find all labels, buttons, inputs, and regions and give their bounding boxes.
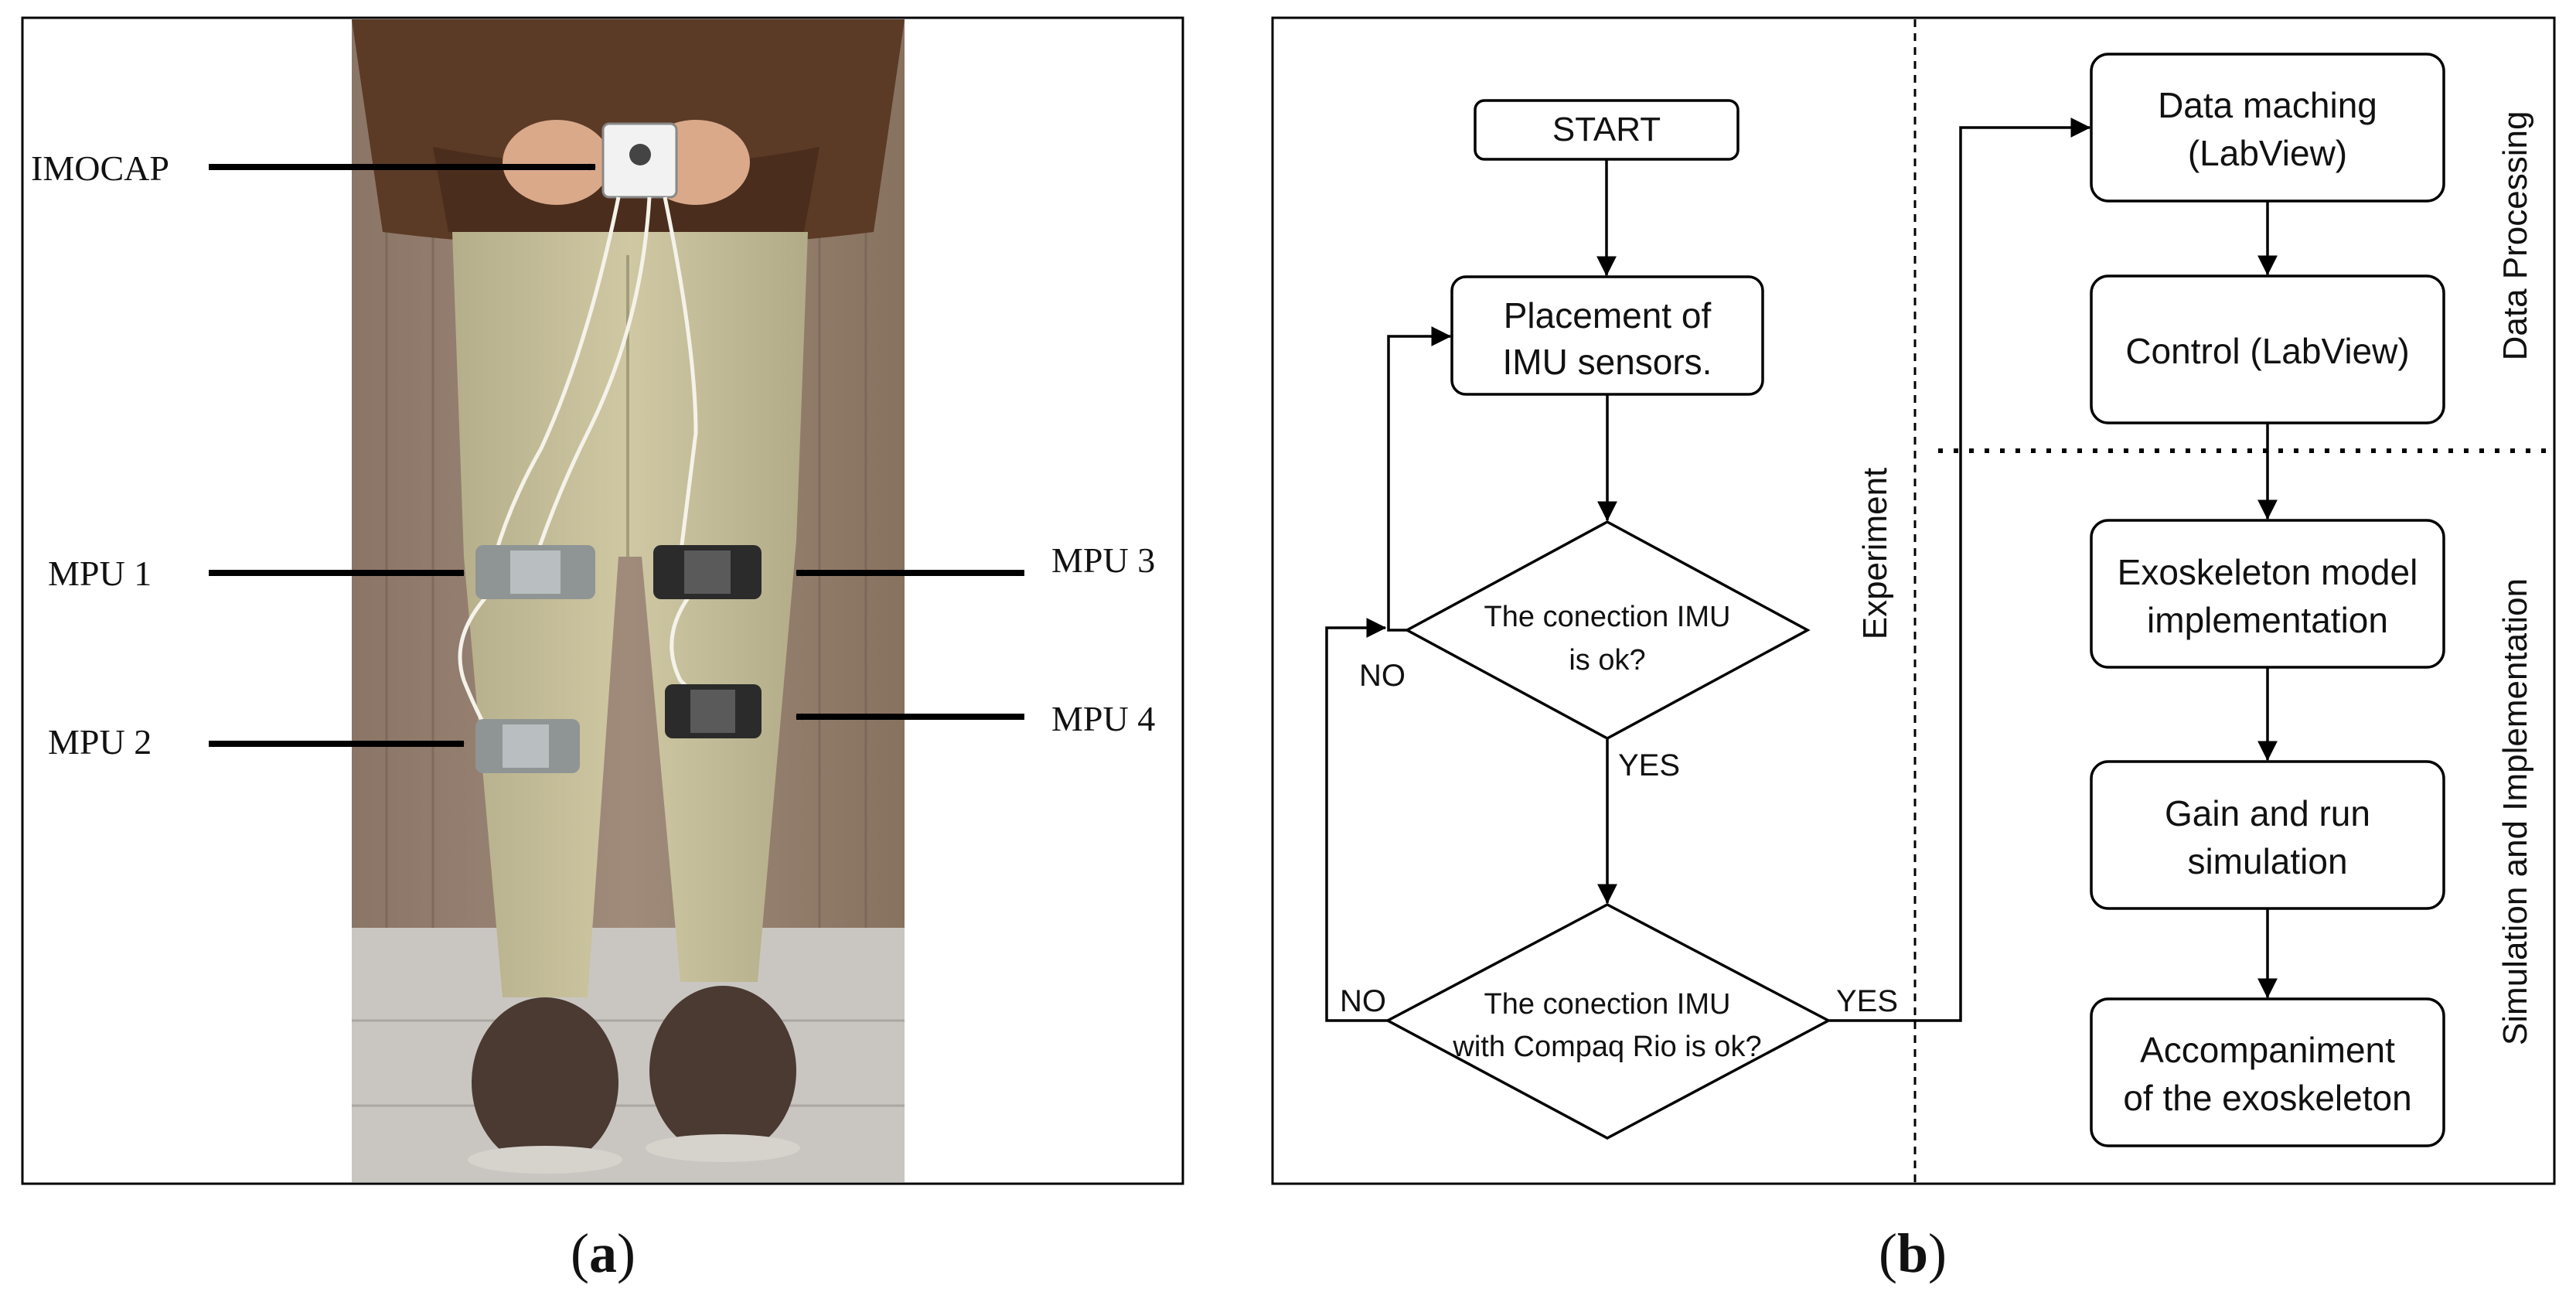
node-data-matching-line1: Data maching [2158, 85, 2377, 125]
label-mpu2: MPU 2 [48, 722, 152, 762]
node-data-matching-line2: (LabView) [2188, 133, 2347, 173]
section-simulation: Simulation and Implementation [2496, 578, 2534, 1045]
caption-b: (b) [1879, 1222, 1947, 1284]
section-experiment: Experiment [1856, 468, 1894, 640]
node-exo-model-line2: implementation [2147, 600, 2388, 640]
node-accompaniment-line2: of the exoskeleton [2123, 1078, 2411, 1118]
node-data-matching: Data maching (LabView) [2090, 53, 2445, 203]
edge-label-d1-no: NO [1359, 659, 1406, 693]
caption-b-letter: b [1897, 1222, 1928, 1284]
node-decision1-line2: is ok? [1569, 644, 1645, 677]
node-placement-line1: Placement of [1504, 295, 1712, 336]
node-decision2: The conection IMU with Compaq Rio is ok? [1385, 903, 1831, 1140]
node-decision1: The conection IMU is ok? [1404, 520, 1811, 740]
node-exo-model: Exoskeleton model implementation [2090, 519, 2445, 669]
node-accompaniment: Accompaniment of the exoskeleton [2090, 997, 2445, 1147]
node-control-text: Control (LabView) [2125, 331, 2409, 371]
node-placement: Placement of IMU sensors. [1450, 275, 1764, 396]
edge-decision1-no [1387, 326, 1452, 632]
label-mpu3: MPU 3 [1051, 540, 1155, 580]
section-data-processing: Data Processing [2496, 111, 2534, 361]
node-control: Control (LabView) [2090, 274, 2445, 424]
label-mpu4: MPU 4 [1051, 699, 1155, 738]
edge-label-d2-no: NO [1340, 984, 1386, 1018]
edge-decision2-no [1325, 618, 1388, 1022]
node-gain-run-line1: Gain and run [2165, 793, 2370, 833]
node-gain-run-line2: simulation [2187, 841, 2347, 881]
node-start: START [1474, 99, 1739, 161]
node-exo-model-line1: Exoskeleton model [2118, 552, 2418, 592]
label-imocap: IMOCAP [31, 148, 169, 188]
node-placement-line2: IMU sensors. [1503, 342, 1712, 382]
panel-b: Experiment Data Processing Simulation an… [1271, 16, 2556, 1284]
caption-a-letter: a [589, 1222, 617, 1284]
sensor-photo [352, 19, 905, 1182]
node-decision2-line2: with Compaq Rio is ok? [1452, 1031, 1761, 1063]
node-start-text: START [1552, 111, 1661, 148]
label-mpu1: MPU 1 [48, 554, 152, 593]
node-gain-run: Gain and run simulation [2090, 760, 2445, 910]
edge-decision2-yes [1828, 118, 2091, 1022]
node-decision1-line1: The conection IMU [1484, 601, 1731, 633]
edge-label-d2-yes: YES [1836, 984, 1898, 1018]
caption-a: (a) [571, 1222, 635, 1284]
panel-a: IMOCAP MPU 1 MPU 2 MPU 3 MPU 4 (a) [21, 16, 1184, 1284]
edge-label-d1-yes: YES [1618, 748, 1680, 782]
node-decision2-line1: The conection IMU [1484, 988, 1731, 1021]
node-accompaniment-line1: Accompaniment [2140, 1030, 2395, 1070]
